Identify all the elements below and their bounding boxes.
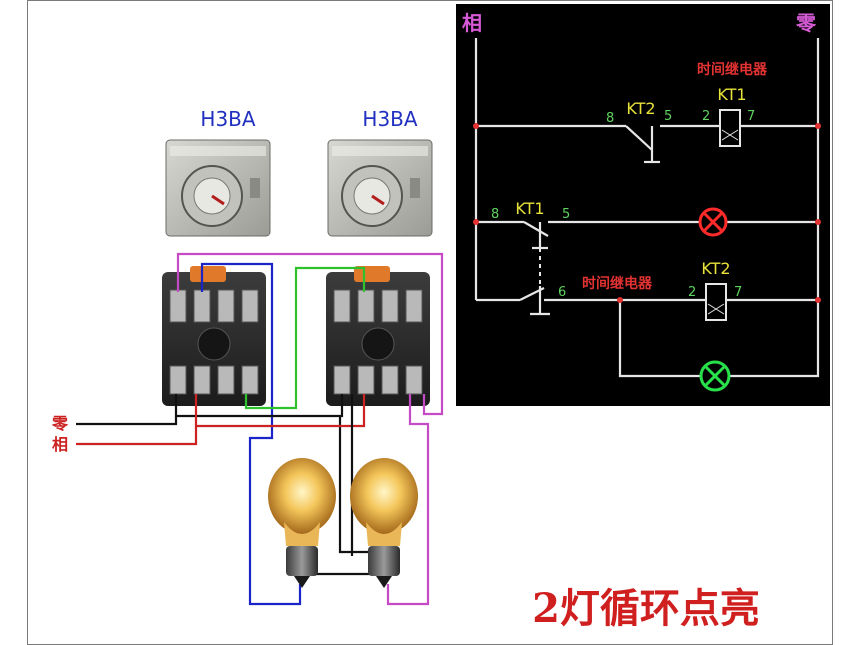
wire-magenta-top xyxy=(176,252,444,416)
row1-contact-pin-b: 5 xyxy=(664,109,672,124)
coil-kt2 xyxy=(705,283,727,321)
lamp-1-glass xyxy=(268,458,336,534)
row1-coil-pin-a: 2 xyxy=(702,109,710,124)
phase-label: 相 xyxy=(52,435,68,454)
row1-contact-label: KT2 xyxy=(626,99,655,118)
physical-wiring: H3BA H3BA xyxy=(51,107,760,632)
row3-coil-pin-a: 2 xyxy=(688,285,696,300)
lamp-2 xyxy=(350,458,418,588)
row2-contact-label: KT1 xyxy=(515,199,544,218)
row2-contact-pin-b: 5 xyxy=(562,207,570,222)
wires xyxy=(76,252,444,606)
row2-contact-pin-a: 8 xyxy=(491,207,499,222)
schematic-panel xyxy=(456,4,830,406)
timer-2: H3BA xyxy=(327,107,433,237)
timer-2-label: H3BA xyxy=(362,107,417,131)
wire-magenta-lamp xyxy=(386,394,430,606)
caption: 2灯循环点亮 xyxy=(532,585,760,632)
relay-title-row3: 时间继电器 xyxy=(582,275,653,292)
wire-black-neutral xyxy=(76,394,178,426)
lamp-1-base xyxy=(286,546,318,576)
row1-coil-pin-b: 7 xyxy=(747,109,755,124)
schematic: 相 零 xyxy=(456,4,830,406)
wire-red-phase xyxy=(76,394,198,446)
row3-pin: 6 xyxy=(558,285,566,300)
relay-title-top: 时间继电器 xyxy=(697,61,768,78)
coil-kt1 xyxy=(719,109,741,147)
schematic-lines xyxy=(474,38,820,378)
lamp-green-icon xyxy=(699,360,731,392)
lamp-red-icon xyxy=(698,207,728,237)
socket-base-2 xyxy=(326,266,430,406)
timer-1: H3BA xyxy=(165,107,271,237)
timer-1-label: H3BA xyxy=(200,107,255,131)
row1-coil-label: KT1 xyxy=(717,85,746,104)
socket-base-1 xyxy=(162,266,266,406)
wire-blue xyxy=(200,262,302,606)
lamp-2-base xyxy=(368,546,400,576)
row3-coil-pin-b: 7 xyxy=(734,285,742,300)
schematic-neutral-label: 零 xyxy=(795,11,817,35)
junction-dots xyxy=(473,123,821,303)
lamp-1 xyxy=(268,458,336,588)
neutral-label: 零 xyxy=(51,414,69,433)
wire-green xyxy=(244,266,366,410)
row1-contact-pin-a: 8 xyxy=(606,111,614,126)
lamp-2-glass xyxy=(350,458,418,534)
row3-coil-label: KT2 xyxy=(701,259,730,278)
schematic-phase-label: 相 xyxy=(462,11,482,35)
